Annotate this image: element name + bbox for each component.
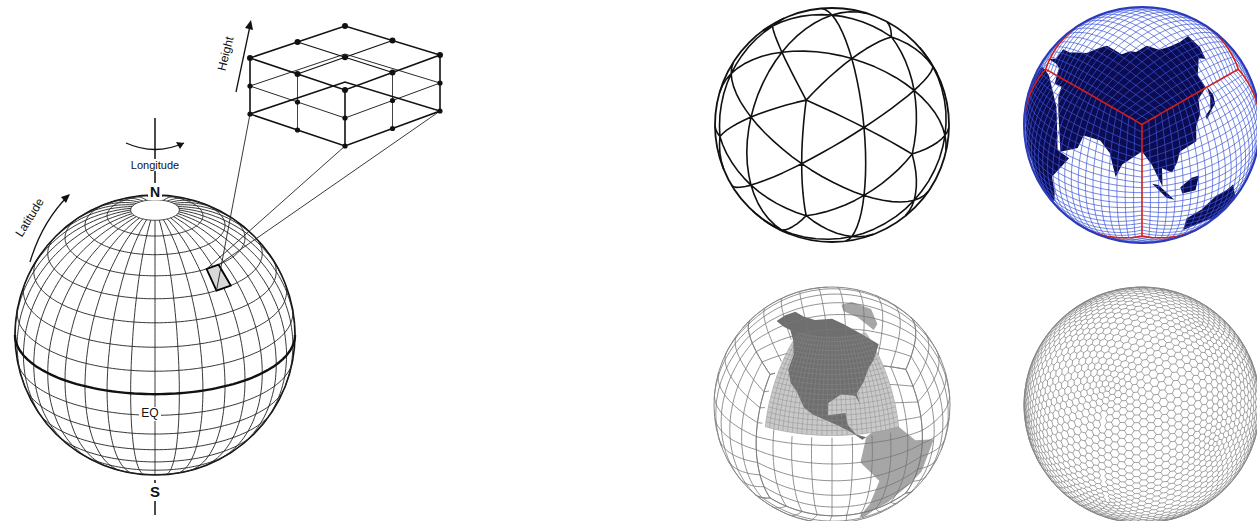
ocean <box>1024 7 1257 243</box>
leader-line <box>219 111 440 265</box>
rotation-axis <box>154 118 156 183</box>
axis-label: Latitude <box>12 195 48 242</box>
variable-resolution-globe <box>714 287 950 521</box>
grid-point <box>390 38 396 44</box>
cube-face-edge <box>1024 25 1257 238</box>
rotation-axis <box>154 500 156 515</box>
globe-fill <box>1024 287 1257 521</box>
axis-label: Height <box>215 34 238 75</box>
globe-outline <box>1024 7 1257 243</box>
longitude-arrow <box>126 143 184 150</box>
cell-edge <box>249 58 251 114</box>
cubed-sphere-grid <box>1024 7 1257 243</box>
icosahedral-grid-globe <box>715 8 949 242</box>
globe-outline <box>15 195 295 475</box>
pole-label: N <box>148 184 162 200</box>
lat-lon-globe <box>15 118 295 515</box>
cell-edge <box>439 55 441 111</box>
cell-edge <box>344 90 346 146</box>
equator-line <box>15 335 295 394</box>
axis-label: Longitude <box>129 159 181 172</box>
ocean <box>714 287 950 521</box>
arrow-head <box>176 142 184 149</box>
exploded-grid-cell <box>207 20 443 291</box>
triangle-mesh <box>715 9 949 241</box>
arrow-head <box>61 194 70 203</box>
equator-label: EQ <box>139 407 160 421</box>
globe-outline <box>715 8 949 242</box>
leader-line <box>207 146 345 269</box>
grid-point <box>295 39 301 45</box>
globe-outline <box>714 287 950 521</box>
cell-subgrid <box>298 41 393 75</box>
cubed-sphere-globe <box>1024 7 1257 243</box>
hexagonal-mesh-globe <box>1024 287 1257 521</box>
height-arrow <box>236 26 250 92</box>
refined-grid <box>765 333 898 436</box>
arrow-head <box>245 20 253 30</box>
coarse-grid <box>714 287 950 521</box>
cell-layer <box>250 82 440 146</box>
leader-line <box>217 114 251 291</box>
pole-label: S <box>148 483 162 500</box>
grid-point <box>342 23 348 29</box>
globe-outline <box>1024 287 1257 521</box>
lat-lon-grid <box>15 195 295 475</box>
hexagon-mesh <box>1024 287 1257 521</box>
cell-layer <box>250 26 440 90</box>
